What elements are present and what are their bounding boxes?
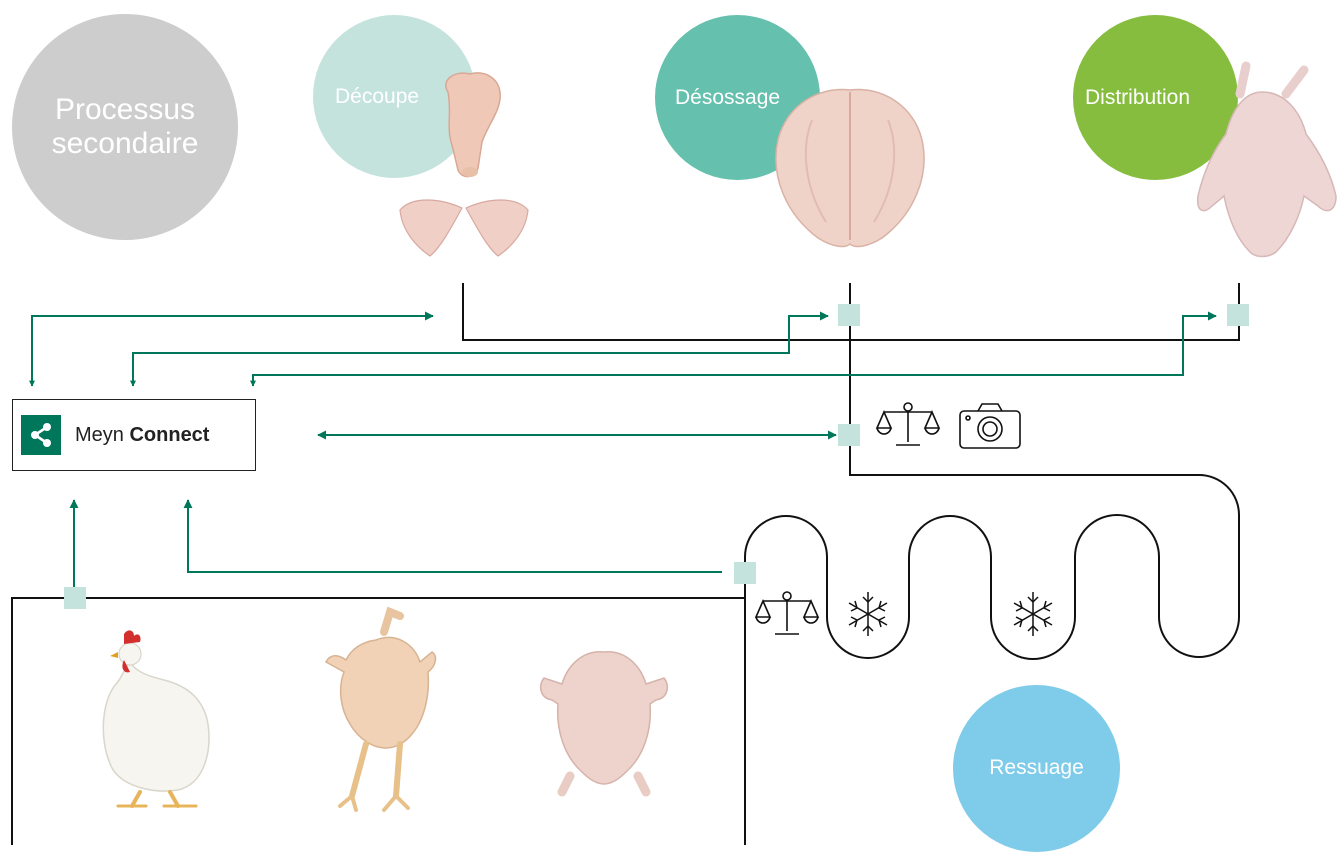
drumstick-image [446,73,500,177]
butterfly-breast-image [776,89,924,246]
snowflake-icon [1014,592,1052,636]
sensor-node-distribution [1227,304,1249,326]
snowflake-icon [849,592,887,636]
eviscerated-carcass-image [541,652,668,792]
live-chicken-image [103,630,209,806]
scale-icon [877,403,939,445]
camera-icon [960,404,1020,448]
plucked-chicken-image [326,612,435,810]
meyn-connect-label: Meyn Connect [75,424,209,447]
connect-brand: Meyn [75,424,124,446]
sensor-node-desossage [838,304,860,326]
whole-carcass-image [1198,66,1336,257]
sensor-node-primary [64,587,86,609]
share-icon [21,415,61,455]
connect-product: Connect [129,424,209,446]
sensor-node-connect [838,424,860,446]
chicken-wings-image [400,200,528,256]
meyn-connect-box[interactable]: Meyn Connect [12,399,256,471]
scale-icon-chiller [756,592,818,634]
sensor-node-chiller [734,562,756,584]
